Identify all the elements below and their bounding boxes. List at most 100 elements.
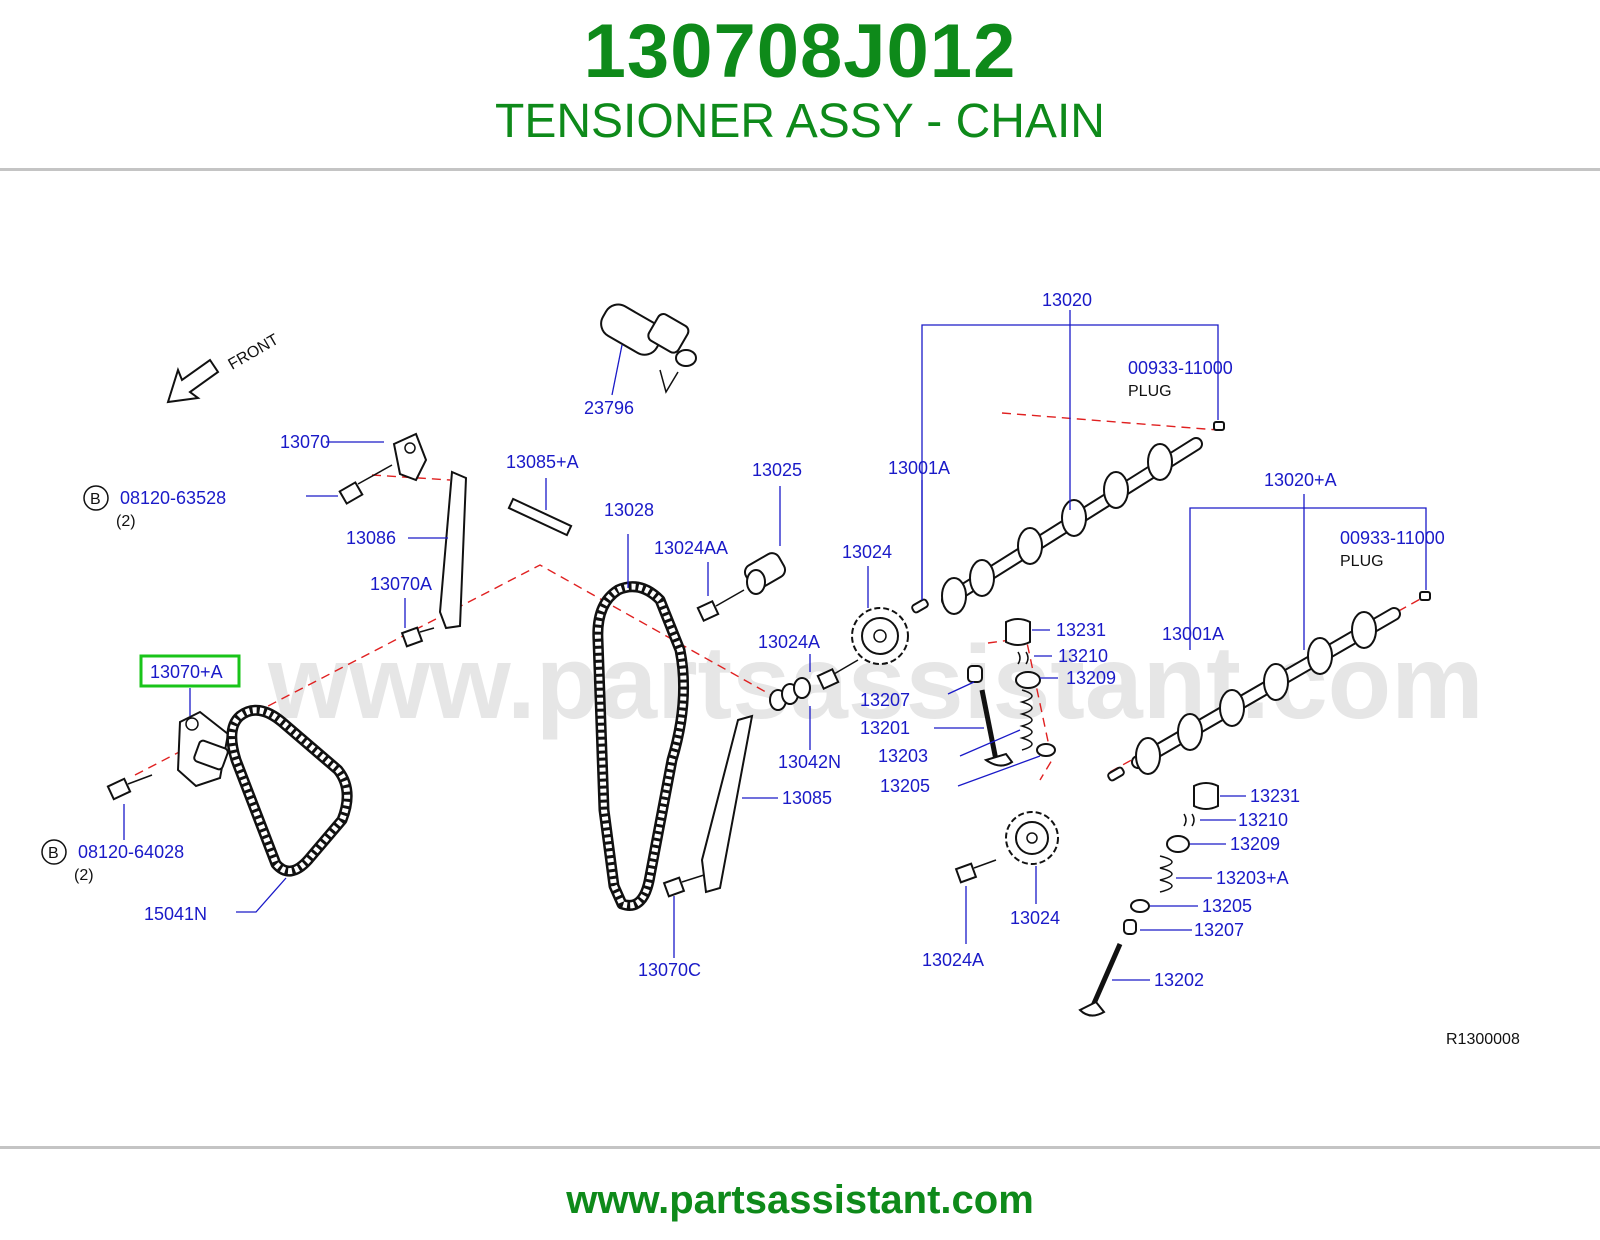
callout-13201[interactable]: 13201 xyxy=(860,718,910,738)
callout-13024A-mid[interactable]: 13024A xyxy=(758,632,820,652)
footer-divider xyxy=(0,1146,1600,1149)
callout-13205-bottom[interactable]: 13205 xyxy=(1202,896,1252,916)
chain-tension-guide-13085 xyxy=(700,714,754,894)
callout-00933-11000-right[interactable]: 00933-11000 xyxy=(1340,528,1445,548)
valve-collet-13210-top xyxy=(1017,651,1029,665)
callout-13024AA[interactable]: 13024AA xyxy=(654,538,728,558)
callout-13070[interactable]: 13070 xyxy=(280,432,330,452)
timing-chain-upper xyxy=(592,581,690,911)
callout-13070-plus-A[interactable]: 13070+A xyxy=(150,662,223,682)
callout-13085[interactable]: 13085 xyxy=(782,788,832,808)
callout-13070A[interactable]: 13070A xyxy=(370,574,432,594)
callout-13020-plus-A[interactable]: 13020+A xyxy=(1264,470,1337,490)
plug-label-top: PLUG xyxy=(1128,383,1172,400)
valve-spring-13203 xyxy=(1019,689,1033,751)
tensioner-assy-13070A xyxy=(176,710,230,788)
callout-08120-64028[interactable]: 08120-64028 xyxy=(78,842,184,862)
callout-13001A-top[interactable]: 13001A xyxy=(888,458,950,478)
page-header: 130708J012 TENSIONER ASSY - CHAIN xyxy=(0,0,1600,168)
bolt-08120-63528 xyxy=(338,464,393,505)
valve-seal-13207-top xyxy=(967,665,983,683)
guide-bolt-13070C xyxy=(662,874,705,898)
footer-url-link[interactable]: www.partsassistant.com xyxy=(566,1178,1034,1222)
front-arrow-icon xyxy=(166,358,220,404)
parts-diagram: www.partsassistant.com FRONT xyxy=(0,170,1600,1170)
callout-13024-top[interactable]: 13024 xyxy=(842,542,892,562)
valve-seal-13207-bottom xyxy=(1123,919,1137,935)
plug-top xyxy=(1213,421,1225,431)
callout-13210-bottom[interactable]: 13210 xyxy=(1238,810,1288,830)
svg-text:B: B xyxy=(90,491,101,508)
centerline-upper xyxy=(371,474,451,481)
dowel-pin-right xyxy=(1107,766,1125,782)
callout-13203-plus-A[interactable]: 13203+A xyxy=(1216,868,1289,888)
valve-13201 xyxy=(979,689,1014,767)
bolt-marker-B-bottom: B xyxy=(41,839,67,865)
callout-15041N[interactable]: 15041N xyxy=(144,904,207,924)
cam-sprocket-bottom xyxy=(1005,811,1059,865)
timing-chain-lower xyxy=(226,704,353,877)
callout-13202[interactable]: 13202 xyxy=(1154,970,1204,990)
valve-13202 xyxy=(1078,942,1123,1017)
callout-13020[interactable]: 13020 xyxy=(1042,290,1092,310)
exploded-view-svg: www.partsassistant.com FRONT xyxy=(41,290,1520,1048)
chain-slack-guide xyxy=(438,470,468,630)
spring-retainer-13209-top xyxy=(1015,671,1041,689)
chain-guide-13085A xyxy=(507,497,573,537)
header-divider xyxy=(0,168,1600,171)
front-label: FRONT xyxy=(226,331,282,373)
centerline-left xyxy=(134,564,781,776)
guide-bolt-13070A xyxy=(400,626,435,648)
part-name-subtitle: TENSIONER ASSY - CHAIN xyxy=(495,95,1105,148)
bolt-marker-B-top: B xyxy=(83,485,109,511)
cam-sprocket-top xyxy=(851,607,909,665)
part-number-title: 130708J012 xyxy=(583,9,1017,94)
callout-13207-top[interactable]: 13207 xyxy=(860,690,910,710)
callout-13001A-right[interactable]: 13001A xyxy=(1162,624,1224,644)
bolt-08120-64028 xyxy=(106,774,153,801)
upper-tensioner xyxy=(392,432,428,482)
valve-collet-13210-bottom xyxy=(1183,813,1195,827)
plug-label-right: PLUG xyxy=(1340,553,1384,570)
spring-retainer-13209-bottom xyxy=(1166,835,1190,853)
bolt-13024A-mid xyxy=(816,659,859,691)
callout-13209-bottom[interactable]: 13209 xyxy=(1230,834,1280,854)
callout-13024-bottom[interactable]: 13024 xyxy=(1010,908,1060,928)
callout-23796[interactable]: 23796 xyxy=(584,398,634,418)
callout-13231-top[interactable]: 13231 xyxy=(1056,620,1106,640)
valve-lifter-13231-bottom xyxy=(1193,782,1219,810)
callout-13207-bottom[interactable]: 13207 xyxy=(1194,920,1244,940)
callout-13028[interactable]: 13028 xyxy=(604,500,654,520)
svg-text:B: B xyxy=(48,845,59,862)
centerline-cam-top xyxy=(1001,412,1219,431)
callout-13070C[interactable]: 13070C xyxy=(638,960,701,980)
highlight-box-13070A[interactable]: 13070+A xyxy=(139,654,241,688)
qty-08120-63528: (2) xyxy=(116,513,136,530)
callout-13024A-bottom[interactable]: 13024A xyxy=(922,950,984,970)
qty-08120-64028: (2) xyxy=(74,867,94,884)
valve-lifter-13231-top xyxy=(1005,618,1031,646)
camshaft-position-sensor xyxy=(600,303,697,394)
callout-08120-63528[interactable]: 08120-63528 xyxy=(120,488,226,508)
callout-13210-top[interactable]: 13210 xyxy=(1058,646,1108,666)
bolt-13024A-bottom xyxy=(954,859,997,884)
camshaft-13020A xyxy=(1131,607,1401,775)
spring-seat-13205-top xyxy=(1036,743,1056,757)
callout-13205-top[interactable]: 13205 xyxy=(880,776,930,796)
bolt-13024AA xyxy=(696,589,745,623)
callout-13209-top[interactable]: 13209 xyxy=(1066,668,1116,688)
camshaft-13020 xyxy=(941,437,1203,615)
callout-13086[interactable]: 13086 xyxy=(346,528,396,548)
callout-13025[interactable]: 13025 xyxy=(752,460,802,480)
plug-right xyxy=(1419,591,1431,601)
spring-seat-13205-bottom xyxy=(1130,899,1150,913)
cam-sprocket-spacer-13025 xyxy=(743,552,787,595)
callout-13203[interactable]: 13203 xyxy=(878,746,928,766)
callout-13042N[interactable]: 13042N xyxy=(778,752,841,772)
figure-code: R1300008 xyxy=(1446,1031,1520,1048)
callout-13085-plus-A[interactable]: 13085+A xyxy=(506,452,579,472)
valve-spring-13203A xyxy=(1159,855,1173,893)
callout-13231-bottom[interactable]: 13231 xyxy=(1250,786,1300,806)
callout-00933-11000-top[interactable]: 00933-11000 xyxy=(1128,358,1233,378)
washers-13042N xyxy=(769,677,811,711)
